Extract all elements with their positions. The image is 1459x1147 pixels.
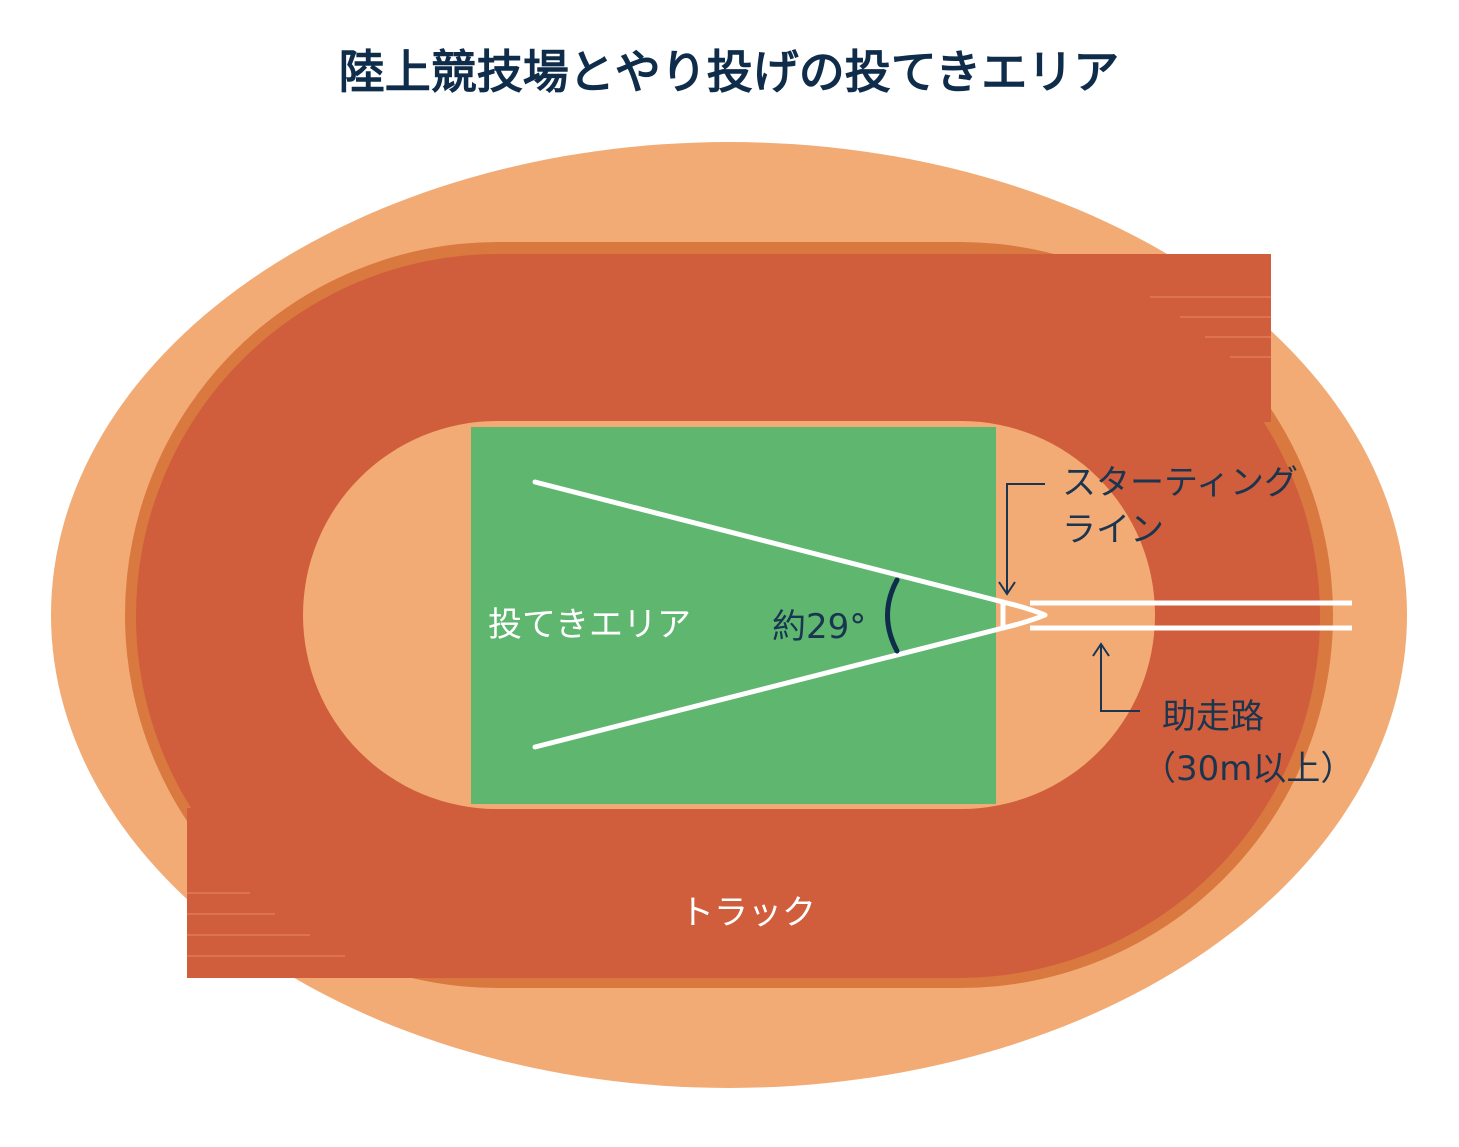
track-straight-extension-bottom xyxy=(187,808,727,978)
starting-line-pointer xyxy=(998,483,1045,596)
runway-label-2: （30m以上） xyxy=(1142,749,1354,789)
angle-label: 約29° xyxy=(772,607,866,647)
starting-line-label-1: スターティング xyxy=(1062,463,1298,503)
lane-lines-bottom xyxy=(187,892,345,957)
diagram-title: 陸上競技場とやり投げの投てきエリア xyxy=(339,45,1120,99)
track-straight-extension-top xyxy=(900,254,1271,422)
runway-pointer xyxy=(1092,642,1140,712)
runway xyxy=(1000,599,1352,631)
runway-label-1: 助走路 xyxy=(1162,697,1264,737)
track-label: トラック xyxy=(680,893,816,933)
angle-arc xyxy=(885,577,900,654)
starting-line-label-2: ライン xyxy=(1062,510,1164,550)
lane-lines-top xyxy=(1150,296,1271,358)
sector-lines xyxy=(532,479,1006,750)
throwing-area-label: 投てきエリア xyxy=(488,605,691,645)
